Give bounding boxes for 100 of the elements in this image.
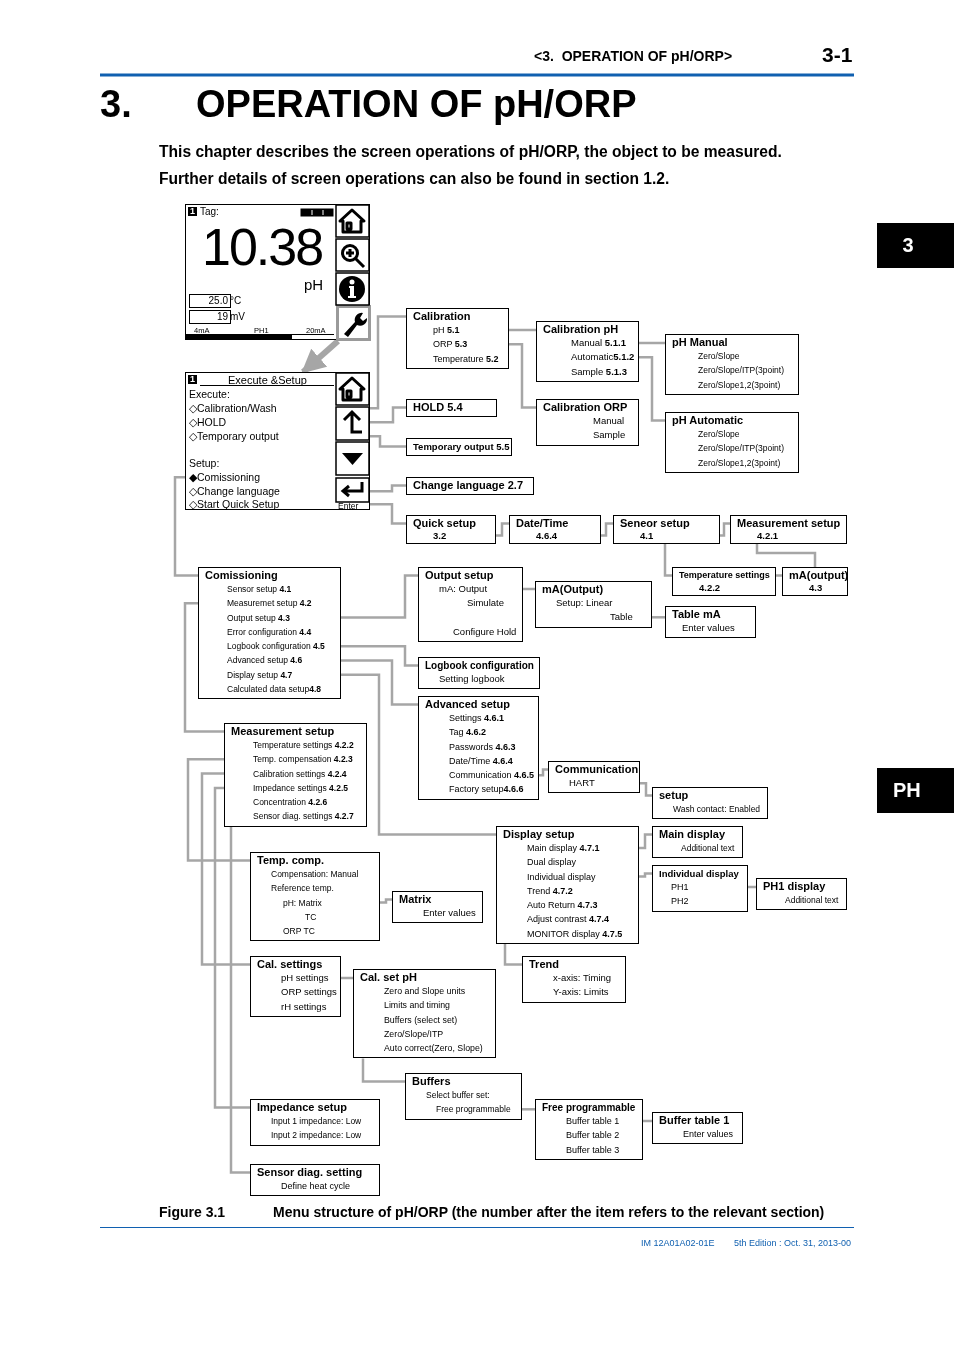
connector-line [522, 1108, 535, 1111]
badge-number: 1 [188, 375, 197, 384]
menu-box [418, 657, 540, 690]
menu-item: Table [609, 610, 634, 625]
menu-item: Define heat cycle [280, 1180, 352, 1193]
menu-box [509, 515, 601, 544]
menu-item: Advanced setup 4.6 [226, 654, 304, 668]
menu-item: Factory setup4.6.6 [448, 783, 525, 797]
box-title: Main display [659, 828, 727, 841]
box-title: Individual display [659, 867, 740, 880]
intro-text: Further details of screen operations can also be found in section 1.2. [159, 170, 670, 188]
unit-label: mV [230, 312, 245, 322]
menu-box [652, 826, 743, 859]
menu-box [250, 1164, 380, 1197]
menu-item: Auto Return 4.7.3 [526, 899, 599, 913]
menu-item: Trend 4.7.2 [526, 884, 574, 898]
connector-line [640, 782, 652, 797]
menu-box [522, 956, 626, 1003]
menu-box [652, 865, 748, 912]
menu-item: Enter values [422, 906, 477, 920]
menu-item: Additional text [680, 842, 736, 855]
connector-line [720, 522, 730, 537]
tag-label: Tag: [200, 207, 219, 217]
connector-line [370, 435, 406, 448]
menu-screen [185, 372, 370, 510]
menu-item: pH 5.1 [432, 324, 461, 337]
badge-number: 1 [188, 207, 197, 216]
menu-box [353, 969, 496, 1059]
box-title: Impedance setup [257, 1101, 348, 1114]
menu-box [224, 723, 367, 827]
box-title: pH Automatic [672, 414, 745, 427]
display-screen [185, 204, 370, 340]
menu-box [406, 477, 534, 495]
menu-item: ORP settings [280, 985, 336, 1000]
figure-caption: Menu structure of pH/ORP (the number after the item refers to the relevant section) [273, 1205, 825, 1221]
unit-label: pH [304, 277, 324, 292]
connector-line [341, 644, 418, 667]
menu-item: rH settings [280, 999, 328, 1014]
box-title: PH1 display [763, 880, 827, 893]
box-title: Calibration ORP [543, 401, 629, 414]
menu-item: Concentration 4.2.6 [252, 796, 329, 810]
connector-line [186, 758, 250, 862]
menu-item: Zero/Slope [697, 428, 741, 441]
menu-item: 3.2 [432, 530, 448, 541]
menu-item: Main display 4.7.1 [526, 842, 601, 855]
box-title: Cal. settings [257, 958, 324, 971]
connector-line [213, 786, 250, 1109]
menu-item: Manual 5.1.1 [570, 336, 627, 350]
menu-item: Calculated data setup4.8 [226, 683, 323, 697]
box-title: Calibration pH [543, 323, 620, 336]
menu-item: Wash contact: Enabled [672, 803, 762, 816]
connector-line [361, 1058, 405, 1083]
menu-item: Zero/Slope/ITP [383, 1027, 445, 1041]
box-title: Display setup [503, 828, 576, 841]
menu-item: Zero and Slope units [383, 985, 467, 998]
menu-item: PH1 [670, 881, 690, 894]
menu-item: Zero/Slope1,2(3point) [697, 378, 782, 392]
menu-box [672, 567, 776, 596]
menu-box [250, 1099, 380, 1146]
menu-item: 4.3 [808, 582, 824, 593]
menu-option: ◇Calibration/Wash [189, 403, 277, 414]
connector-line [776, 574, 782, 577]
menu-item: Limits and timing [383, 999, 451, 1013]
menu-item: Display setup 4.7 [226, 668, 294, 682]
menu-item: Impedance settings 4.2.5 [252, 781, 349, 795]
menu-item: Sensor setup 4.1 [226, 583, 293, 596]
menu-item: Dual display [526, 856, 578, 870]
menu-option: ◇HOLD [189, 417, 227, 428]
connector-line [652, 616, 665, 619]
connector-line [173, 476, 198, 577]
menu-item: Enter values [682, 1128, 735, 1141]
connector-line [755, 544, 817, 567]
menu-option: ◇Temporary output [189, 431, 279, 442]
box-title: Comissioning [205, 569, 279, 582]
chapter-number: 3. [100, 84, 132, 126]
box-title: mA(Output) [542, 583, 605, 596]
connector-line [229, 826, 250, 1174]
box-title: Measurement setup [737, 517, 842, 530]
menu-box [730, 515, 847, 544]
measured-value: 10.38 [202, 221, 323, 273]
temperature-value: 25.0 [189, 294, 231, 308]
connector-line [370, 484, 406, 493]
connector-line [341, 659, 418, 706]
box-title: Advanced setup [425, 698, 511, 711]
box-title: Cal. set pH [360, 971, 418, 984]
menu-item: Simulate [466, 596, 505, 611]
box-title: Buffers [412, 1075, 452, 1088]
menu-box [536, 399, 639, 446]
menu-item: Individual display [526, 870, 597, 884]
menu-item: Settings 4.6.1 [448, 712, 506, 725]
menu-box [406, 515, 496, 544]
menu-box [250, 956, 341, 1017]
menu-item: Buffer table 2 [565, 1129, 621, 1143]
menu-item: Input 1 impedance: Low [270, 1115, 363, 1128]
button-label: Enter [338, 502, 359, 511]
box-title: Matrix [399, 893, 433, 906]
menu-item: Temperature settings 4.2.2 [252, 739, 355, 752]
menu-box [652, 787, 768, 820]
menu-item: Manual [592, 414, 626, 428]
box-title: Date/Time [516, 517, 570, 530]
